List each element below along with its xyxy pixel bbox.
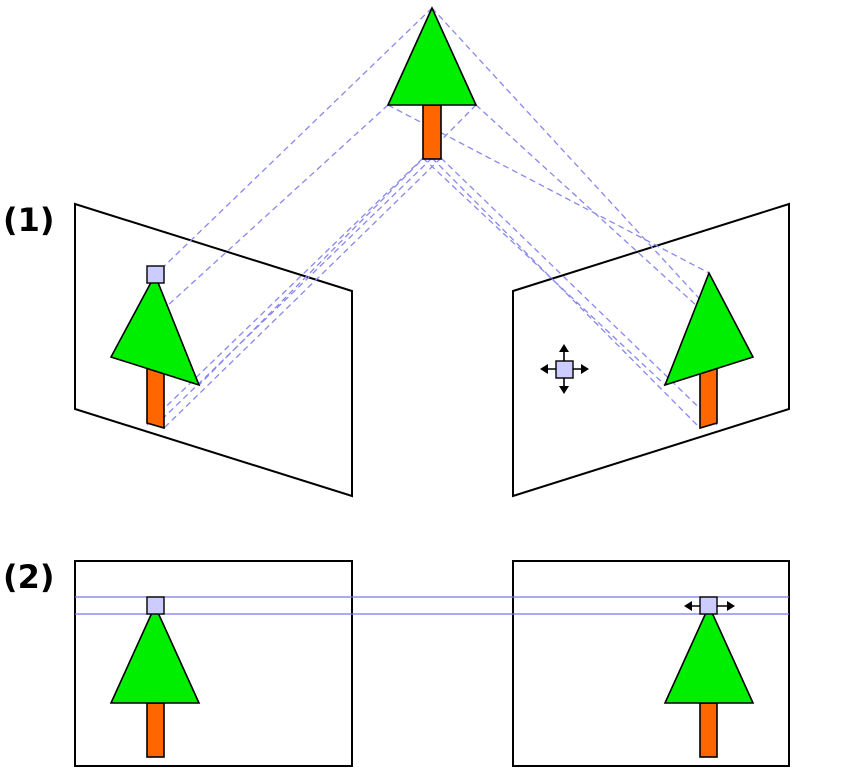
ray-left-trunk-mid xyxy=(154,157,433,427)
horizontal-move-arrow-icon[interactable] xyxy=(684,596,735,615)
right-search-point-marker[interactable] xyxy=(555,360,574,379)
ray-right-trunk-mid xyxy=(431,157,701,429)
left-projected-tree xyxy=(109,265,201,430)
right-rectified-point-marker[interactable] xyxy=(699,596,718,615)
right-projected-trunk xyxy=(699,366,718,430)
right-rectified-tree xyxy=(663,604,755,758)
left-rectified-tree xyxy=(109,604,201,758)
right-image-plane xyxy=(512,202,790,498)
right-projected-tree xyxy=(663,271,755,430)
ray-left-trunk-right xyxy=(163,157,442,429)
left-rectified-crown xyxy=(109,604,201,704)
right-rectified-trunk xyxy=(699,702,718,758)
ray-left-apex xyxy=(154,7,433,276)
left-projected-trunk xyxy=(146,366,165,430)
world-tree xyxy=(386,6,478,160)
left-feature-point-marker[interactable] xyxy=(146,265,165,284)
panel-1-label: (1) xyxy=(3,201,55,239)
ray-right-trunk-left xyxy=(422,157,666,386)
right-projected-crown xyxy=(663,271,755,387)
four-way-move-arrow-icon[interactable] xyxy=(540,344,589,394)
left-projected-crown xyxy=(109,273,201,387)
left-rectified-trunk xyxy=(146,702,165,758)
panel-2-label: (2) xyxy=(3,558,55,596)
right-rectified-image xyxy=(512,560,790,767)
left-rectified-point-marker[interactable] xyxy=(146,596,165,615)
left-image-plane xyxy=(74,202,353,498)
world-tree-crown xyxy=(386,6,478,106)
epipolar-scanline-band xyxy=(75,596,789,615)
left-rectified-image xyxy=(74,560,353,767)
world-tree-trunk xyxy=(422,104,442,160)
right-rectified-crown xyxy=(663,604,755,704)
